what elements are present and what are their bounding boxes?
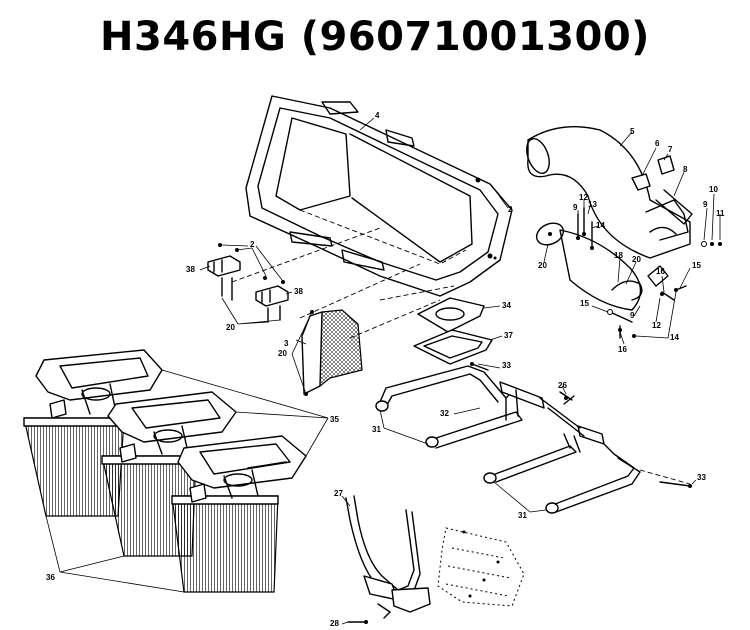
callout-33-right: 33 — [697, 473, 706, 482]
callout-9-lower: 9 — [630, 311, 635, 320]
callout-14-top: 14 — [596, 221, 605, 230]
bolt-part-26 — [559, 391, 575, 405]
callout-38-left: 38 — [186, 265, 195, 274]
callout-33-top: 33 — [502, 361, 511, 370]
callout-5: 5 — [630, 127, 635, 136]
callout-34: 34 — [502, 301, 511, 310]
callout-20-screen: 20 — [278, 349, 287, 358]
callout-18: 18 — [614, 251, 623, 260]
callout-6: 6 — [655, 139, 660, 148]
callout-12-lower: 12 — [652, 321, 661, 330]
bag-middle — [101, 391, 237, 557]
support-frame-part — [375, 365, 641, 514]
callout-11: 11 — [716, 209, 725, 218]
callout-31-upper: 31 — [372, 425, 381, 434]
callout-10: 10 — [709, 185, 718, 194]
handle-linkage-part — [345, 495, 431, 619]
chute-tube-part — [526, 125, 691, 259]
bracket-38-left — [207, 255, 241, 277]
callout-16-left: 16 — [618, 345, 627, 354]
bracket-hardware — [218, 243, 285, 323]
callout-26: 26 — [558, 381, 567, 390]
dotted-plate-part — [437, 527, 525, 607]
deflector-plate-part — [535, 222, 669, 311]
callout-38-right: 38 — [294, 287, 303, 296]
mesh-screen-part — [301, 309, 363, 396]
bag-right — [171, 435, 307, 593]
fasteners-9-10-11 — [701, 241, 722, 247]
callout-15-left: 15 — [580, 299, 589, 308]
callout-27: 27 — [334, 489, 343, 498]
callout-9-upper: 9 — [573, 203, 578, 212]
bag-left — [23, 349, 163, 517]
callout-4: 4 — [375, 111, 380, 120]
bolt-part-28 — [347, 620, 368, 624]
callout-2-bracket: 2 — [250, 240, 255, 249]
gasket-37-part — [413, 329, 493, 365]
spring-part-8 — [655, 189, 693, 225]
callout-20-deflector: 20 — [538, 261, 547, 270]
callout-32: 32 — [440, 409, 449, 418]
callout-20-mount: 20 — [632, 255, 641, 264]
callout-36: 36 — [46, 573, 55, 582]
callout-31-lower: 31 — [518, 511, 527, 520]
callout-28: 28 — [330, 619, 339, 628]
callout-15-right: 15 — [692, 261, 701, 270]
callout-2-frame: 2 — [508, 205, 513, 214]
small-hardware-upper — [576, 207, 594, 250]
callout-13: 13 — [588, 200, 597, 209]
bolt-part-33 — [470, 362, 692, 488]
callout-37: 37 — [504, 331, 513, 340]
callout-16-right: 16 — [656, 267, 665, 276]
page-title: H346HG (96071001300) — [100, 14, 650, 60]
gasket-34-part — [417, 297, 485, 333]
callout-3: 3 — [284, 339, 289, 348]
small-hardware-lower — [607, 285, 687, 339]
callout-14-lower: 14 — [670, 333, 679, 342]
clip-part-7 — [657, 155, 675, 175]
callout-35: 35 — [330, 415, 339, 424]
callout-9-top: 9 — [703, 200, 708, 209]
clip-part-6 — [631, 173, 651, 191]
callout-12-top: 12 — [579, 193, 588, 202]
callout-20-bracket: 20 — [226, 323, 235, 332]
callout-7: 7 — [668, 145, 673, 154]
callout-8: 8 — [683, 165, 688, 174]
collector-frame-part — [245, 95, 513, 297]
bracket-38-right — [255, 285, 289, 307]
